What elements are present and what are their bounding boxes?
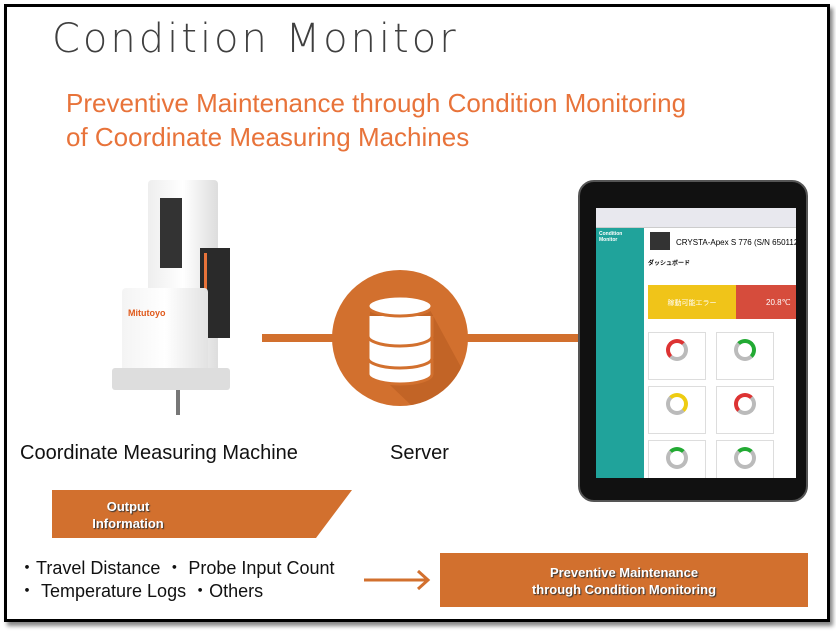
status-card: 稼動可能エラー: [648, 285, 736, 319]
subtitle: Preventive Maintenance through Condition…: [66, 86, 686, 154]
output-information-box: [52, 490, 352, 538]
temperature-card: 20.8℃: [736, 285, 796, 319]
cmm-illustration: Mitutoyo: [108, 178, 248, 423]
dashboard-heading: ダッシュボード: [648, 261, 691, 267]
tablet-device: Condition Monitor CRYSTA-Apex S 776 (S/N…: [578, 180, 808, 502]
dashboard-screenshot: Condition Monitor CRYSTA-Apex S 776 (S/N…: [596, 208, 796, 478]
output-list: ・Travel Distance ・ Probe Input Count ・ Te…: [18, 557, 334, 603]
machine-name: CRYSTA-Apex S 776 (S/N 65011213: [676, 238, 796, 247]
brand-logo: Mitutoyo: [128, 308, 166, 318]
cmm-label: Coordinate Measuring Machine: [20, 442, 298, 464]
subtitle-line-1: Preventive Maintenance through Condition…: [66, 88, 687, 118]
output-list-line-2: ・ Temperature Logs ・Others: [18, 581, 264, 601]
page-title: Condition Monitor: [52, 16, 459, 62]
arrow-right-icon: [364, 569, 431, 591]
output-list-line-1: ・Travel Distance ・ Probe Input Count: [18, 558, 335, 578]
dashboard-app-name: Condition Monitor: [599, 231, 623, 243]
status-value: 稼動可能エラー: [667, 300, 717, 307]
server-circle: [332, 270, 468, 406]
server-label: Server: [390, 442, 449, 464]
database-icon: [366, 294, 468, 406]
slide-frame: [4, 4, 830, 622]
subtitle-line-2: of Coordinate Measuring Machines: [66, 122, 470, 152]
temperature-value: 20.8℃: [766, 298, 791, 307]
dashboard-sidebar: Condition Monitor: [596, 228, 644, 478]
